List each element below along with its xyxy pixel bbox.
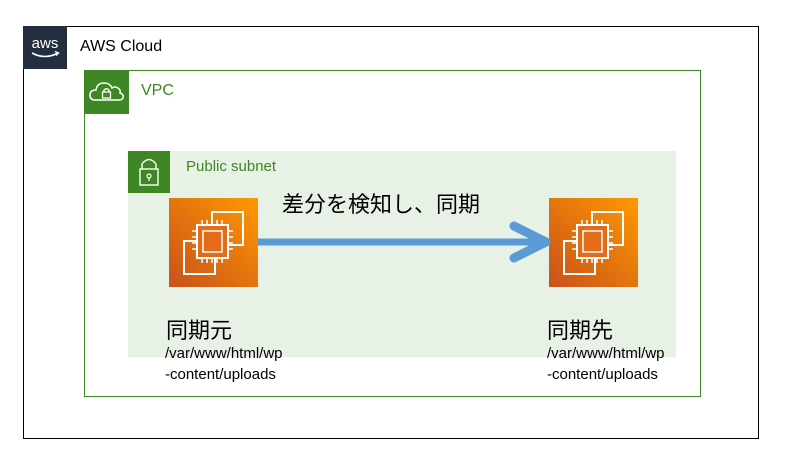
sync-action-label: 差分を検知し、同期 <box>282 193 481 218</box>
vpc-group <box>84 70 701 397</box>
source-path: /var/www/html/wp -content/uploads <box>165 343 283 385</box>
lock-icon <box>128 151 170 193</box>
subnet-label: Public subnet <box>186 158 277 175</box>
destination-path-line2: -content/uploads <box>547 366 658 383</box>
source-title: 同期元 <box>166 319 233 344</box>
destination-path: /var/www/html/wp -content/uploads <box>547 343 665 385</box>
source-path-line1: /var/www/html/wp <box>165 345 283 362</box>
vpc-label: VPC <box>141 82 174 99</box>
source-path-line2: -content/uploads <box>165 366 276 383</box>
destination-title: 同期先 <box>547 319 614 344</box>
svg-text:aws: aws <box>32 35 59 52</box>
source-ec2-icon <box>169 198 258 287</box>
cloud-label: AWS Cloud <box>80 38 163 55</box>
aws-cloud-group <box>23 26 759 439</box>
destination-ec2-icon <box>549 198 638 287</box>
aws-logo-icon: aws <box>23 26 67 69</box>
sync-arrow <box>258 220 552 269</box>
destination-path-line1: /var/www/html/wp <box>547 345 665 362</box>
cloud-lock-icon <box>84 70 129 114</box>
